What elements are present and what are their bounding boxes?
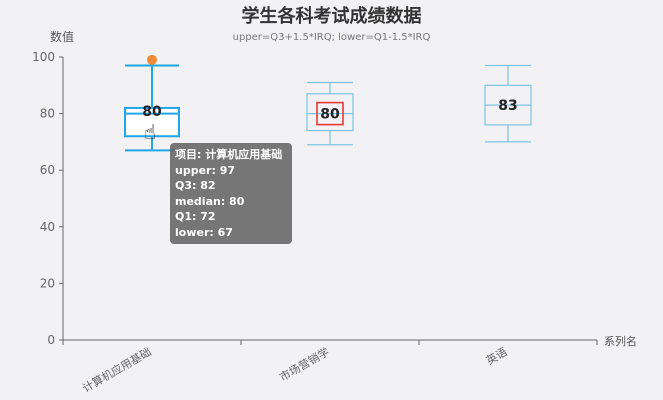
x-axis-label: 系列名 <box>604 335 637 348</box>
x-tick-label: 市场营销学 <box>277 344 332 384</box>
tooltip-item: 项目: 计算机应用基础 <box>175 148 283 161</box>
median-label: 83 <box>498 98 517 114</box>
tooltip-upper: upper: 97 <box>175 163 236 177</box>
chart-title: 学生各科考试成绩数据 <box>241 6 422 27</box>
median-label: 80 <box>142 104 162 120</box>
highlight-box <box>316 101 344 126</box>
chart-subtitle: upper=Q3+1.5*IRQ; lower=Q1-1.5*IRQ <box>232 32 431 43</box>
y-tick-label: 20 <box>40 276 55 290</box>
y-tick-label: 40 <box>40 220 55 234</box>
x-tick-label: 计算机应用基础 <box>80 344 154 395</box>
y-tick-label: 60 <box>40 163 55 177</box>
median-label: 80 <box>320 107 340 123</box>
tooltip-q1: Q1: 72 <box>175 210 216 223</box>
tooltip: 项目: 计算机应用基础 upper: 97 Q3: 82 median: 80 … <box>170 143 292 244</box>
hand-cursor-icon: ☝ <box>144 120 157 144</box>
y-tick-label: 100 <box>32 50 55 64</box>
y-axis-label: 数值 <box>50 30 75 44</box>
tooltip-q3: Q3: 82 <box>175 179 216 192</box>
y-tick-label: 80 <box>40 107 55 121</box>
y-tick-label: 0 <box>47 333 55 347</box>
outlier-point <box>147 54 157 65</box>
tooltip-lower: lower: 67 <box>175 225 233 239</box>
tooltip-median: median: 80 <box>175 194 245 208</box>
x-tick-label: 英语 <box>483 344 509 367</box>
box <box>306 93 354 132</box>
